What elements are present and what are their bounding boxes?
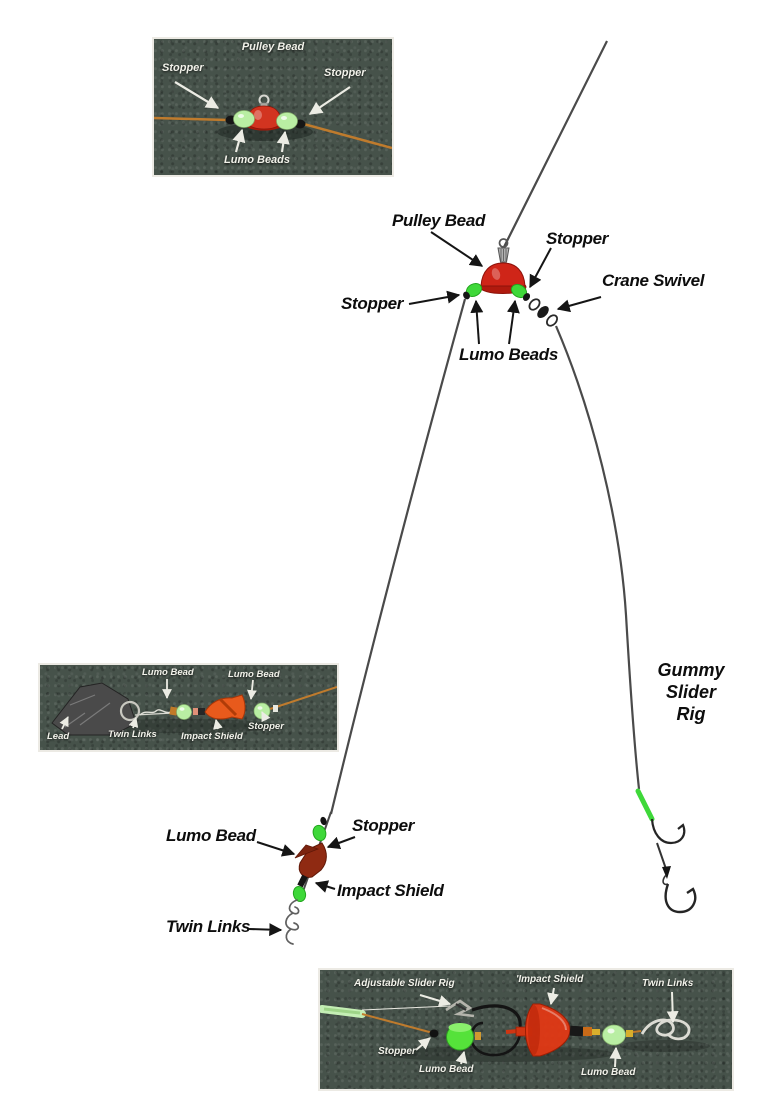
rig-title-line2: Slider [665, 682, 717, 702]
orange-line-photo [361, 1013, 434, 1034]
inset-bottom-label-twin-links: Twin Links [642, 978, 694, 989]
inset-middle-label-stopper: Stopper [248, 721, 284, 732]
lumo-bead-right-photo [276, 112, 298, 130]
pulley-bead-photo [245, 105, 283, 130]
inset-middle-label-impact-shield: Impact Shield [181, 731, 243, 742]
shield-band-photo [569, 1025, 584, 1037]
inset-top-label-pulley-bead: Pulley Bead [241, 41, 305, 53]
rig-line-photo [269, 686, 337, 710]
crimp-arrow [662, 866, 671, 879]
inset-bottom-label-lumo-bead-2: Lumo Bead [581, 1067, 636, 1078]
label-impact-shield-lower: Impact Shield [337, 881, 444, 900]
inset-middle-label-lumo-bead-1: Lumo Bead [142, 667, 194, 678]
lumo-bead-1-photo [176, 704, 192, 720]
label-pulley-bead: Pulley Bead [392, 211, 486, 230]
lower-lumo-bead-1 [312, 824, 327, 842]
main-line [503, 40, 608, 248]
inset-photo-pulley-bead: Pulley Bead Stopper Stopper Lumo Beads [152, 37, 394, 177]
twin-links-clip [285, 899, 300, 945]
label-lumo-beads: Lumo Beads [459, 345, 559, 364]
inset-middle-label-twin-links: Twin Links [108, 729, 157, 740]
inset-middle-label-lead: Lead [47, 731, 70, 742]
rig-title-line1: Gummy [657, 660, 725, 680]
inset-bottom-drawing [320, 987, 710, 1068]
rig-title: Gummy Slider Rig [648, 659, 734, 725]
swivel-eye [498, 238, 509, 248]
stopper-photo [273, 705, 278, 712]
inset-top-label-stopper-right: Stopper [324, 67, 366, 79]
green-tube [635, 788, 655, 822]
impact-shield-photo [204, 694, 246, 720]
inset-bottom-label-lumo-bead-1: Lumo Bead [419, 1064, 474, 1075]
label-stopper-left: Stopper [341, 294, 404, 313]
lower-lumo-bead-2 [292, 885, 307, 903]
left-branch-line [329, 298, 467, 815]
lower-stopper-dot [320, 816, 327, 826]
inset-top-label-stopper-left: Stopper [162, 62, 204, 74]
twin-links-clip-photo [640, 1018, 691, 1041]
twin-links-wire [139, 709, 171, 716]
right-branch-line [554, 325, 641, 790]
hook-photo [469, 1021, 522, 1057]
lumo-bead-left-photo [233, 110, 255, 128]
label-stopper-lower: Stopper [352, 816, 415, 835]
hook-top [650, 818, 686, 845]
lumo-bead-2-bottom-photo [602, 1024, 626, 1046]
inset-bottom-label-adjustable-slider-rig: Adjustable Slider Rig [354, 978, 455, 989]
rig-title-line3: Rig [676, 704, 706, 724]
pulley-bead-assembly [463, 238, 531, 301]
hook-section [635, 788, 697, 914]
snood-line [471, 1004, 522, 1027]
inset-photo-lead-rig: Lumo Bead Lumo Bead Lead Twin Links Impa… [38, 663, 339, 752]
inset-top-drawing [154, 81, 392, 153]
inset-bottom-label-stopper: Stopper [378, 1046, 416, 1057]
slider-clip [445, 999, 475, 1018]
lower-impact-shield [298, 842, 327, 878]
lumo-bead-2-photo [253, 702, 271, 720]
inset-photo-adjustable-slider: Adjustable Slider Rig 'Impact Shield Twi… [318, 968, 734, 1091]
label-twin-links-lower: Twin Links [166, 917, 251, 936]
rig-line-left [154, 116, 229, 122]
inset-middle-label-lumo-bead-2: Lumo Bead [228, 669, 280, 680]
rig-line-right [299, 121, 392, 150]
stopper-left-dot [463, 291, 470, 300]
lower-rig-assembly [285, 811, 332, 945]
label-lumo-bead-lower: Lumo Bead [166, 826, 256, 845]
inset-top-label-lumo-beads: Lumo Beads [224, 154, 291, 166]
lead-weight [51, 682, 137, 736]
crane-swivel [528, 298, 558, 327]
inset-bottom-label-impact-shield: 'Impact Shield [516, 974, 584, 985]
shield-band [297, 874, 308, 888]
hook-bottom [664, 883, 697, 914]
inset-middle-drawing [51, 679, 337, 736]
stopper-dot-photo [429, 1029, 439, 1038]
label-stopper-top: Stopper [546, 229, 609, 248]
label-crane-swivel: Crane Swivel [602, 271, 705, 290]
label-arrows [248, 231, 602, 937]
pulley-bead-dome [480, 262, 526, 287]
stopper-right-dot [522, 293, 531, 301]
